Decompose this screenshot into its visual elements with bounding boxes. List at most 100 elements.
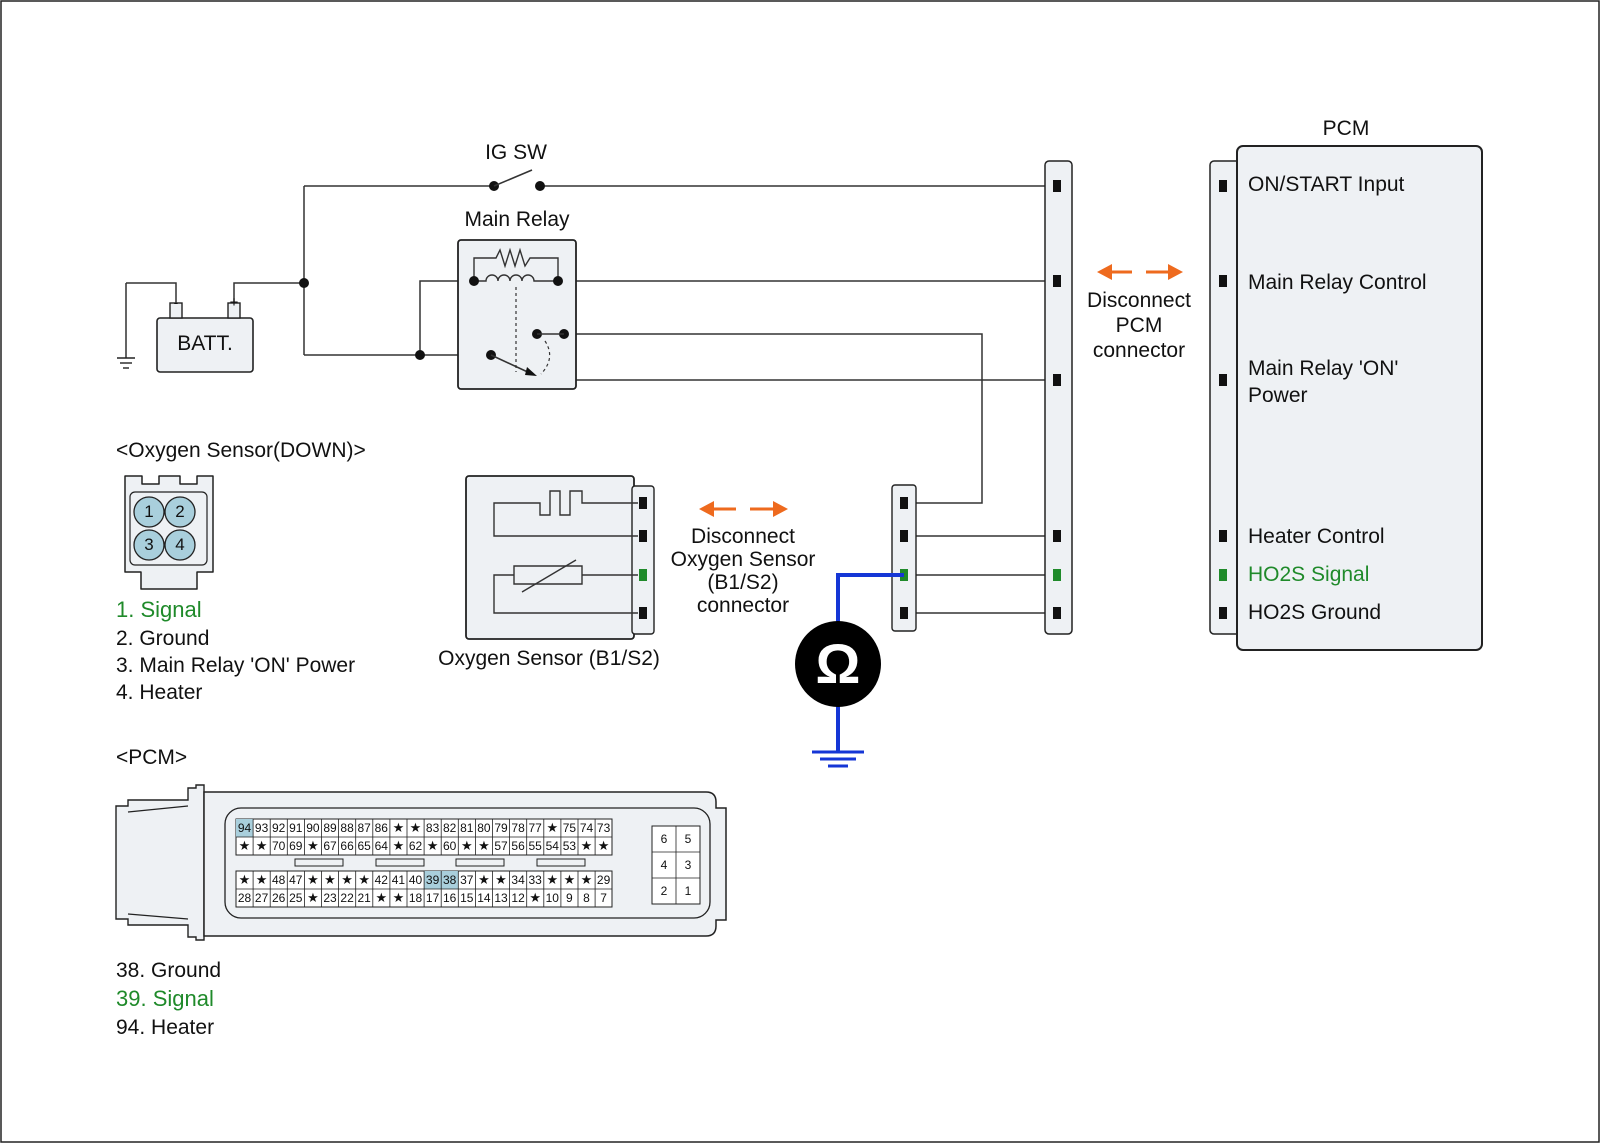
pcm-pin-cell: 57 <box>494 839 508 853</box>
pcm-pin-cell: 83 <box>425 821 440 835</box>
o2-down-title: <Oxygen Sensor(DOWN)> <box>116 439 366 462</box>
pcm-pin-cell: 10 <box>545 891 559 905</box>
pcm-small-pin-cell: 5 <box>684 832 692 846</box>
o2-pin-1: 1 <box>144 502 154 521</box>
pcm-pin-cell: 66 <box>340 839 354 853</box>
pcm-pin-ho2s-ground: HO2S Ground <box>1248 601 1382 624</box>
o2-pin-4: 4 <box>175 535 185 554</box>
pcm-pin-cell: 13 <box>494 891 508 905</box>
main-relay-label: Main Relay <box>464 208 570 231</box>
pcm-pin-cell: 67 <box>323 839 337 853</box>
pcm-pin-cell: 75 <box>562 821 577 835</box>
pcm-pin-cell: 25 <box>289 891 303 905</box>
pcm-pin-cell: ★ <box>597 838 610 853</box>
pcm-pin-cell: 88 <box>340 821 354 835</box>
pcm-pin-cell: 91 <box>289 821 303 835</box>
pcm-pin-cell: ★ <box>307 890 319 905</box>
pcm-pin-cell: 90 <box>306 821 320 835</box>
pcm-pin-ho2s-signal: HO2S Signal <box>1248 563 1370 586</box>
o2-pin-3: 3 <box>144 535 154 554</box>
pcm-pin-cell: 64 <box>374 839 388 853</box>
ohmmeter <box>795 573 904 768</box>
pcm-pin-cell: 29 <box>596 873 611 887</box>
pcm-pin-cell: 82 <box>443 821 457 835</box>
disconnect-pcm-arrows <box>1097 264 1183 280</box>
battery <box>156 302 254 373</box>
pcm-pin-cell: ★ <box>495 872 507 887</box>
pcm-pin-cell: ★ <box>324 872 336 887</box>
pcm-pin-cell: 77 <box>528 821 542 835</box>
battery-minus-label: - <box>173 294 179 310</box>
pcm-pin-cell: 55 <box>528 839 542 853</box>
ig-switch-label: IG SW <box>485 141 547 164</box>
pcm-pin-cell: ★ <box>426 838 439 853</box>
pcm-title: PCM <box>1322 117 1370 140</box>
pcm-pin-cell: 48 <box>272 873 286 887</box>
pcm-pin-cell: ★ <box>546 820 559 835</box>
pcm-pin-cell: 79 <box>494 821 508 835</box>
o2-legend-signal: 1. Signal <box>116 597 202 622</box>
pcm-small-pin-cell: 6 <box>660 832 668 846</box>
pcm-pin-cell: 23 <box>323 891 337 905</box>
pcm-pin-cell: 54 <box>545 839 559 853</box>
disconnect-o2-arrows <box>699 501 788 517</box>
pcm-pin-cell: 89 <box>323 821 337 835</box>
pcm-pin-cell: 80 <box>477 821 491 835</box>
pcm-pin-on-start-input: ON/START Input <box>1248 173 1405 196</box>
pcm-pin-cell: 78 <box>511 821 525 835</box>
pcm-pin-cell: 81 <box>460 821 474 835</box>
pcm-pin-cell: 21 <box>357 891 371 905</box>
pcm-pin-cell: ★ <box>392 890 405 905</box>
pcm-pin-cell: ★ <box>238 872 251 887</box>
pcm-pin-cell: 53 <box>562 839 577 853</box>
o2-connector-face <box>124 475 214 590</box>
pcm-pin-cell: 9 <box>566 891 573 905</box>
pcm-legend-signal: 39. Signal <box>116 986 214 1011</box>
pcm-pin-cell: 34 <box>511 873 525 887</box>
ohm-icon: Ω <box>815 632 861 695</box>
pcm-pin-cell: ★ <box>580 872 593 887</box>
pcm-pin-cell: 92 <box>272 821 286 835</box>
pcm-pin-cell: ★ <box>255 872 268 887</box>
pcm-pin-cell: 86 <box>374 821 388 835</box>
pcm-pin-main-relay-on-power: Main Relay 'ON' Power <box>1248 357 1399 407</box>
pcm-pin-cell: 40 <box>408 873 423 887</box>
pcm-pin-cell: ★ <box>460 838 473 853</box>
pcm-connector-face <box>115 784 727 941</box>
pcm-small-pin-cell: 3 <box>684 858 692 872</box>
pcm-pin-cell: 12 <box>511 891 525 905</box>
pcm-pin-cell: 60 <box>443 839 457 853</box>
pcm-pin-cell: ★ <box>307 838 319 853</box>
pcm-pin-cell: 42 <box>374 873 388 887</box>
pcm-pin-cell: 87 <box>357 821 371 835</box>
ig-switch <box>489 169 545 191</box>
pcm-pin-heater-control: Heater Control <box>1248 525 1385 548</box>
pcm-pin-cell: 39 <box>425 873 440 887</box>
pcm-pin-cell: 8 <box>583 891 590 905</box>
pcm-pin-cell: ★ <box>358 872 371 887</box>
pcm-small-pin-cell: 2 <box>660 884 668 898</box>
pcm-pin-cell: ★ <box>409 820 422 835</box>
pcm-pin-cell: 41 <box>391 873 406 887</box>
disconnect-o2-label: Disconnect Oxygen Sensor (B1/S2) connect… <box>670 525 816 617</box>
pcm-pin-cell: 15 <box>460 891 474 905</box>
pcm-pin-cell: ★ <box>392 838 405 853</box>
o2-pin-2: 2 <box>175 502 185 521</box>
pcm-small-pin-cell: 1 <box>684 884 692 898</box>
pcm-pin-cell: ★ <box>341 872 353 887</box>
pcm-legend-ground: 38. Ground <box>116 959 222 982</box>
pcm-pin-cell: 18 <box>408 891 423 905</box>
oxygen-sensor <box>465 475 655 640</box>
pcm-pin-cell: 27 <box>254 891 269 905</box>
o2-legend-heater: 4. Heater <box>116 681 203 704</box>
pcm-pin-cell: ★ <box>478 872 490 887</box>
pcm-pin-cell: ★ <box>580 838 593 853</box>
pcm-pin-cell: 69 <box>289 839 303 853</box>
pcm-pin-cell: 37 <box>460 873 474 887</box>
pcm-small-pin-cell: 4 <box>660 858 668 872</box>
o2-legend-ground: 2. Ground <box>116 627 210 650</box>
pcm-pin-cell: ★ <box>255 838 268 853</box>
pcm-pin-cell: 47 <box>289 873 303 887</box>
